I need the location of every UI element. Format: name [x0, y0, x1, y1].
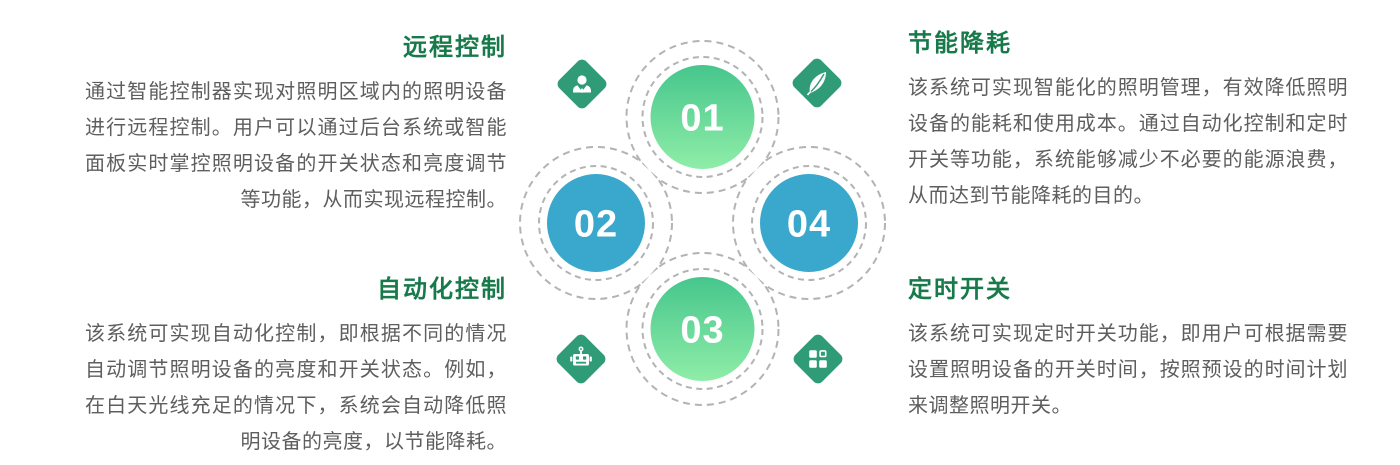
node-04-dashed-ring — [751, 165, 867, 281]
feature-energy-saving: 节能降耗 该系统可实现智能化的照明管理，有效降低照明设备的能耗和使用成本。通过自… — [908, 30, 1348, 214]
grid-badge — [793, 334, 843, 384]
node-04-label: 04 — [787, 203, 831, 245]
cloverleaf-arc-bottom — [625, 252, 780, 406]
leaf-icon — [806, 72, 826, 96]
feature-body: 通过智能控制器实现对照明区域内的照明设备进行远程控制。用户可以通过后台系统或智能… — [85, 81, 507, 211]
node-02-dashed-ring — [538, 165, 654, 281]
businessman-icon — [573, 75, 591, 93]
node-01-circle — [650, 65, 755, 169]
feature-body: 该系统可实现智能化的照明管理，有效降低照明设备的能耗和使用成本。通过自动化控制和… — [908, 77, 1348, 207]
feature-automation-control: 自动化控制 该系统可实现自动化控制，即根据不同的情况自动调节照明设备的亮度和开关… — [85, 276, 507, 460]
node-01-label: 01 — [680, 97, 724, 139]
grid-icon — [809, 350, 827, 368]
feature-title: 远程控制 — [403, 34, 507, 61]
feature-remote-control: 远程控制 通过智能控制器实现对照明区域内的照明设备进行远程控制。用户可以通过后台… — [85, 34, 507, 218]
node-04-circle — [760, 174, 858, 272]
feature-title: 节能降耗 — [908, 30, 1012, 57]
diamond-shape — [793, 334, 843, 384]
feature-title: 定时开关 — [908, 276, 1012, 303]
cloverleaf-arc-top — [625, 40, 780, 194]
node-03-label: 03 — [680, 309, 724, 351]
leaf-badge — [792, 58, 842, 108]
robot-icon — [570, 346, 592, 366]
node-03-circle — [650, 277, 755, 381]
cloverleaf-arc-left — [519, 146, 673, 300]
node-01-dashed-ring — [641, 56, 764, 178]
node-02-label: 02 — [574, 203, 618, 245]
feature-title: 自动化控制 — [377, 276, 507, 303]
node-02-circle — [547, 174, 645, 272]
businessman-badge — [557, 59, 607, 109]
robot-badge — [556, 334, 606, 384]
feature-body: 该系统可实现定时开关功能，即用户可根据需要设置照明设备的开关时间，按照预设的时间… — [908, 323, 1348, 417]
feature-timed-switch: 定时开关 该系统可实现定时开关功能，即用户可根据需要设置照明设备的开关时间，按照… — [908, 276, 1348, 424]
node-03-dashed-ring — [641, 268, 764, 390]
cloverleaf-arc-right — [732, 146, 886, 300]
cloverleaf-dashed-outline — [519, 40, 886, 406]
cycle-diagram: 01 02 04 03 — [519, 40, 886, 406]
feature-body: 该系统可实现自动化控制，即根据不同的情况自动调节照明设备的亮度和开关状态。例如，… — [85, 323, 507, 453]
